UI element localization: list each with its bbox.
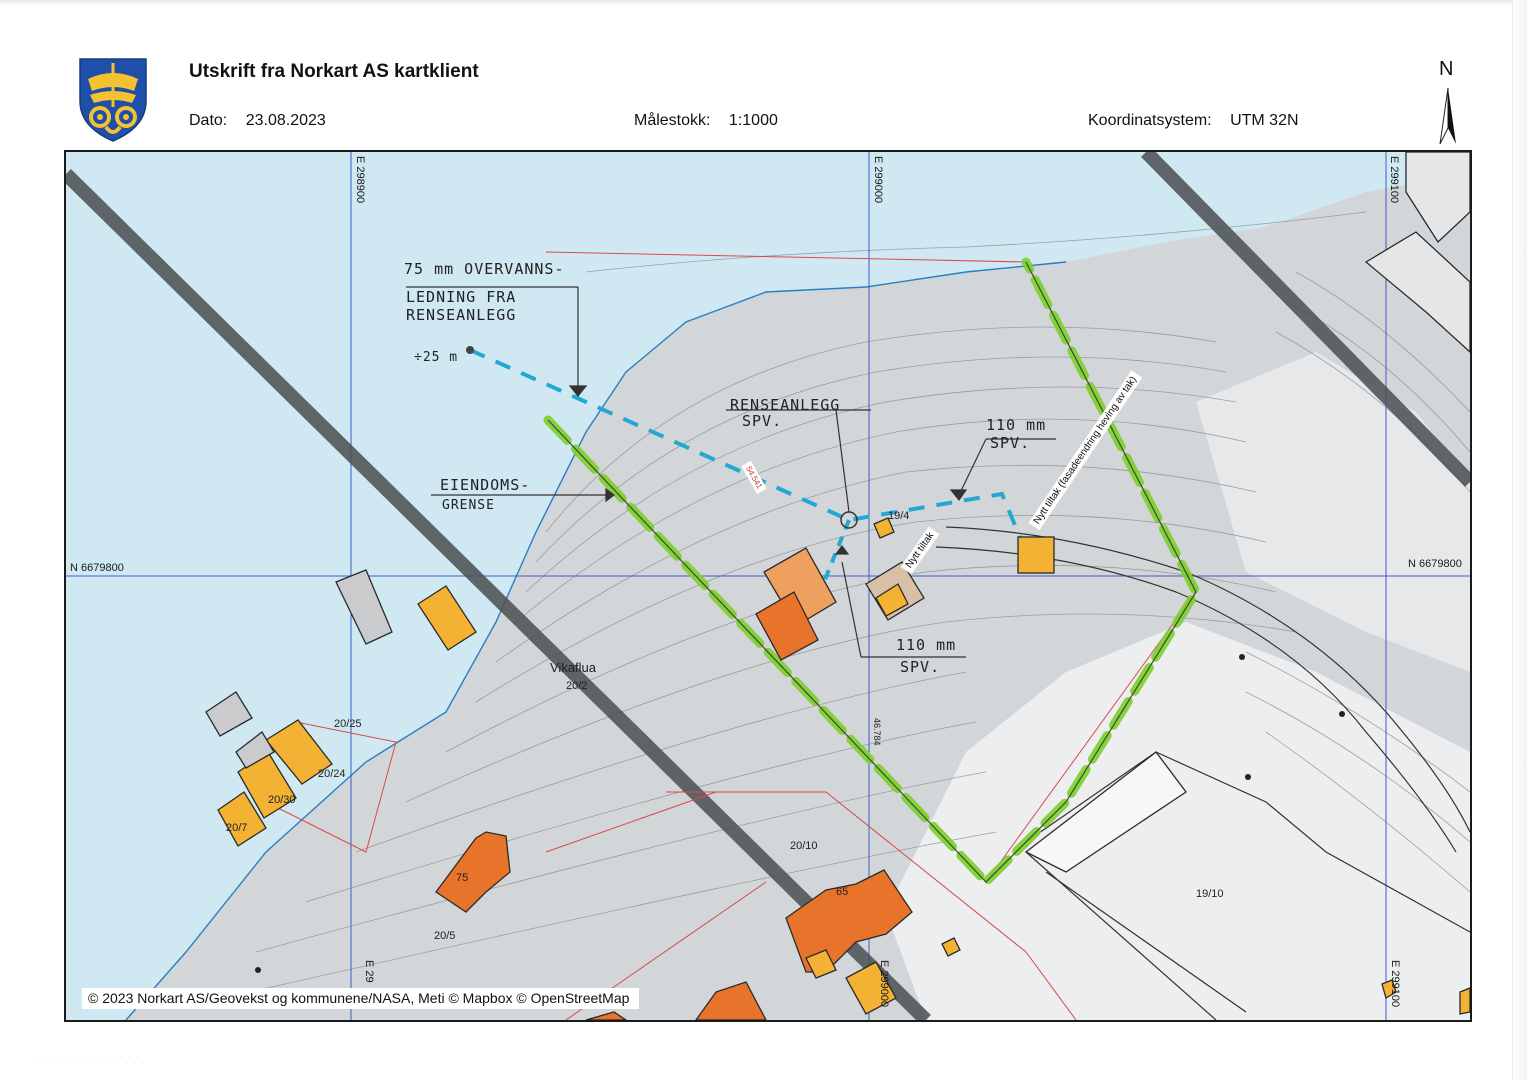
grid-label-e-bottom-left: E 29 [363, 960, 375, 983]
parcel-label: 20/10 [790, 840, 818, 852]
scale-field: Målestokk: 1:1000 [634, 112, 778, 130]
parcel-label: 20/7 [226, 822, 248, 834]
annotation-depth: ÷25 m [414, 350, 459, 365]
parcel-label: 20/5 [434, 930, 456, 942]
north-letter: N [1439, 58, 1454, 80]
parcel-label: 20/24 [318, 768, 346, 780]
map-canvas [66, 152, 1470, 1020]
annotation-overflow-line-2: LEDNING FRA [406, 288, 517, 306]
annotation-pipe-110-bottom-2: SPV. [900, 658, 941, 676]
crs-field: Koordinatsystem: UTM 32N [1088, 112, 1299, 130]
parcel-label: 20/30 [268, 794, 296, 806]
scan-edge-right [1512, 0, 1527, 1080]
crs-value: UTM 32N [1230, 112, 1299, 129]
date-value: 23.08.2023 [245, 112, 326, 129]
annotation-overflow-line-3: RENSEANLEGG [406, 306, 517, 324]
house-number: 75 [456, 872, 469, 884]
elevation-label: 46.784 [872, 718, 882, 746]
map-view[interactable]: E 298900 E 299000 E 299100 E 29 E 299000… [64, 150, 1472, 1022]
grid-label-n-left: N 6679800 [70, 562, 124, 574]
annotation-overflow-line-1: 75 mm OVERVANNS- [404, 260, 565, 278]
date-field: Dato: 23.08.2023 [189, 112, 326, 130]
grid-label-e-298900: E 298900 [354, 156, 366, 204]
house-number: 65 [836, 886, 849, 898]
annotation-boundary-1: EIENDOMS- [440, 476, 531, 494]
grid-label-e-299100: E 299100 [1388, 156, 1400, 204]
parcel-label: 19/10 [1196, 888, 1224, 900]
annotation-treatment-1: RENSEANLEGG [730, 396, 841, 414]
annotation-pipe-110-top-2: SPV. [990, 434, 1031, 452]
annotation-treatment-2: SPV. [742, 412, 783, 430]
parcel-label: 19/4 [888, 510, 910, 522]
date-label: Dato: [189, 112, 228, 129]
scale-value: 1:1000 [728, 112, 778, 129]
annotation-pipe-110-bottom-1: 110 mm [896, 636, 957, 654]
annotation-pipe-110-top-1: 110 mm [986, 416, 1047, 434]
scale-label: Målestokk: [634, 112, 711, 129]
grid-label-e-bottom-mid: E 299000 [878, 960, 890, 1008]
municipal-coat-of-arms-icon [79, 58, 147, 142]
scan-edge-top [0, 0, 1527, 6]
grid-label-n-right: N 6679800 [1408, 558, 1462, 570]
north-arrow-icon [1439, 87, 1456, 145]
map-attribution: © 2023 Norkart AS/Geovekst og kommunene/… [82, 988, 640, 1009]
grid-label-e-299000: E 299000 [872, 156, 884, 204]
place-name-vikaflua: Vikaflua [550, 660, 597, 675]
scan-artifact: . . . . . . . . . . . . . . [34, 1052, 141, 1059]
page-title: Utskrift fra Norkart AS kartklient [189, 61, 479, 82]
crs-label: Koordinatsystem: [1088, 112, 1212, 129]
parcel-label: 20/25 [334, 718, 362, 730]
parcel-label: 20/2 [566, 680, 588, 692]
annotation-boundary-2: GRENSE [442, 498, 495, 513]
grid-label-e-bottom-right: E 299100 [1389, 960, 1401, 1008]
